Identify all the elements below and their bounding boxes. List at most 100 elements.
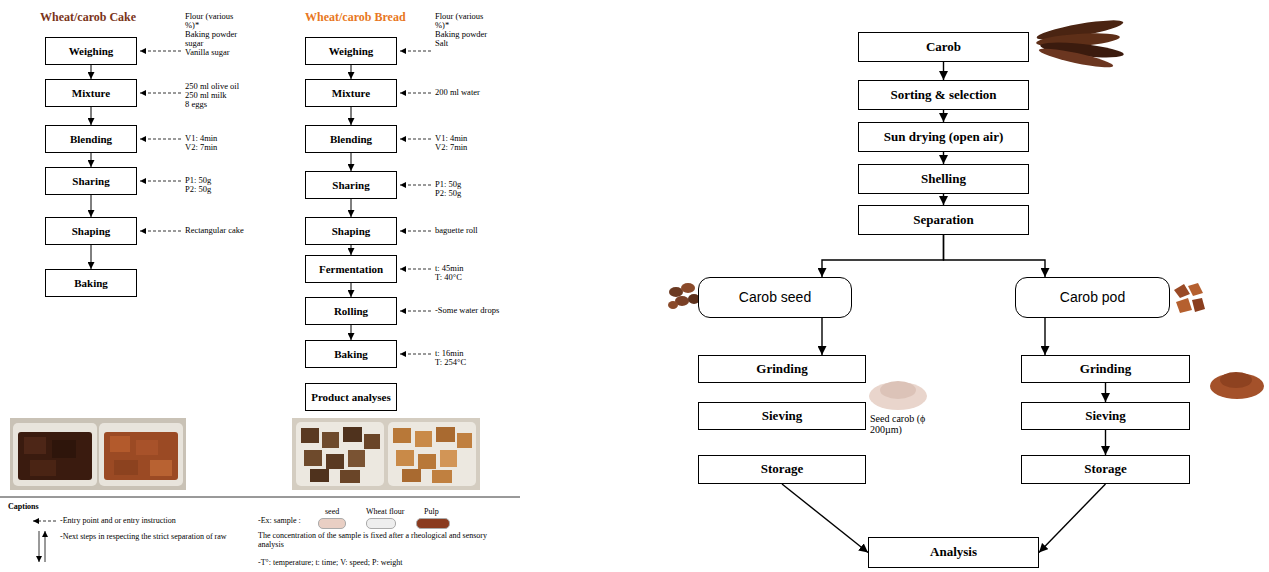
- down-arrow: [39, 531, 40, 562]
- bread-piece: [418, 454, 436, 469]
- seed: [681, 283, 695, 293]
- process-box: Weighing: [45, 37, 137, 65]
- node-text: Sieving: [762, 409, 802, 424]
- ingredient-note: Flour (various %)*: [435, 12, 485, 30]
- bread-piece: [402, 469, 421, 482]
- legend-text: seed: [325, 507, 339, 516]
- flow-arrow: [351, 107, 352, 125]
- entry-arrow: [400, 231, 431, 232]
- entry-arrow: [400, 311, 431, 312]
- label-text: Wheat/carob Bread: [305, 10, 406, 24]
- label-text: t: 16min: [435, 348, 464, 358]
- node-text: Blending: [70, 133, 112, 146]
- process-box: Baking: [305, 340, 397, 368]
- seed-powder-picture: [869, 381, 927, 410]
- cake-piece: [52, 440, 76, 458]
- container: [388, 422, 476, 486]
- entry-arrow: [140, 93, 181, 94]
- process-box: Blending: [45, 125, 137, 153]
- process-box: Baking: [45, 269, 137, 297]
- entry-arrow: [140, 231, 181, 232]
- node-text: Weighing: [329, 45, 374, 58]
- legend-swatch: [416, 518, 450, 529]
- label-text: 250 ml milk: [185, 90, 227, 100]
- ingredient-note: 250 ml olive oil: [185, 82, 239, 91]
- process-box: Shaping: [305, 217, 397, 245]
- process-box: Sharing: [45, 167, 137, 195]
- bread-piece: [326, 454, 344, 469]
- carob-pods-picture: [1036, 16, 1125, 70]
- carob-pulp-picture: [1174, 283, 1205, 313]
- process-box: Storage: [1021, 455, 1190, 484]
- ingredient-note: V2: 7min: [185, 143, 217, 152]
- node-text: Mixture: [332, 87, 370, 100]
- cake-piece: [30, 460, 56, 476]
- container: [296, 422, 384, 486]
- flow-arrow: [822, 235, 944, 277]
- container: [99, 423, 183, 486]
- bread-piece: [440, 450, 457, 467]
- ingredient-note: sugar: [185, 39, 203, 48]
- label-text: 200 ml water: [435, 87, 480, 97]
- legend-entry: Wheat flour: [366, 507, 404, 516]
- ingredient-note: 8 eggs: [185, 100, 207, 109]
- label-text: Vanilla sugar: [185, 47, 230, 57]
- node-text: Weighing: [69, 45, 114, 58]
- process-box: Grinding: [698, 355, 866, 383]
- ingredient-note: Flour (various %)*: [185, 12, 235, 30]
- cake-piece: [18, 432, 92, 480]
- bread-piece: [393, 428, 411, 443]
- container: [13, 423, 97, 486]
- bread-piece: [301, 428, 319, 443]
- node-text: Separation: [913, 213, 974, 228]
- node-text: Product analyses: [311, 391, 391, 404]
- ingredient-note: t: 16min: [435, 349, 464, 358]
- ingredient-note: P1: 50g: [185, 176, 211, 185]
- cake-piece: [114, 460, 138, 475]
- label-text: 250 ml olive oil: [185, 81, 239, 91]
- flow-arrow: [943, 62, 944, 80]
- label-text: V1: 4min: [435, 133, 467, 143]
- flow-arrow: [1044, 318, 1045, 355]
- flow-arrow: [943, 110, 944, 122]
- node-text: Carob pod: [1060, 289, 1125, 305]
- separator-rule: [0, 497, 520, 498]
- ingredient-note: -Some water drops: [435, 306, 499, 315]
- flow-arrow: [91, 65, 92, 79]
- label-text: -Ex: sample :: [258, 516, 301, 525]
- process-box: Sieving: [1021, 402, 1190, 430]
- ingredient-note: T: 40°C: [435, 273, 462, 282]
- pulp-piece: [1176, 298, 1192, 313]
- caption-note: -T°: temperature; t: time; V: speed; P: …: [258, 558, 402, 567]
- flow-arrow: [91, 245, 92, 269]
- process-box: Sharing: [305, 171, 397, 199]
- node-text: Sieving: [1085, 409, 1125, 424]
- ingredient-note: Baking powder: [185, 30, 237, 39]
- ingredient-note: 200 ml water: [435, 88, 480, 97]
- process-box: Sieving: [698, 402, 866, 430]
- seed: [669, 287, 683, 297]
- caption-note: -Ex: sample :: [258, 516, 301, 525]
- label-text: baguette roll: [435, 225, 478, 235]
- label-text: sugar: [185, 38, 203, 48]
- ingredient-note: P2: 50g: [435, 189, 461, 198]
- powder-heap: [880, 381, 916, 399]
- process-box: Storage: [698, 455, 866, 484]
- process-box: Shaping: [45, 217, 137, 245]
- process-box: Sorting & selection: [858, 80, 1029, 110]
- section-title: Wheat/carob Cake: [40, 10, 136, 24]
- node-text: Grinding: [1080, 362, 1131, 377]
- legend-step-arrows: [39, 531, 45, 562]
- node-text: Shaping: [332, 225, 371, 238]
- powder-heap: [869, 382, 927, 410]
- bread-piece: [340, 470, 360, 483]
- bread-piece: [436, 427, 455, 442]
- node-text: Grinding: [756, 362, 807, 377]
- process-box: Separation: [858, 205, 1029, 235]
- ingredient-note: baguette roll: [435, 226, 478, 235]
- entry-arrow: [400, 269, 431, 270]
- label-text: P2: 50g: [435, 188, 461, 198]
- pulp-piece: [1192, 298, 1205, 312]
- ingredient-note: V1: 4min: [185, 134, 217, 143]
- ingredient-note: V2: 7min: [435, 143, 467, 152]
